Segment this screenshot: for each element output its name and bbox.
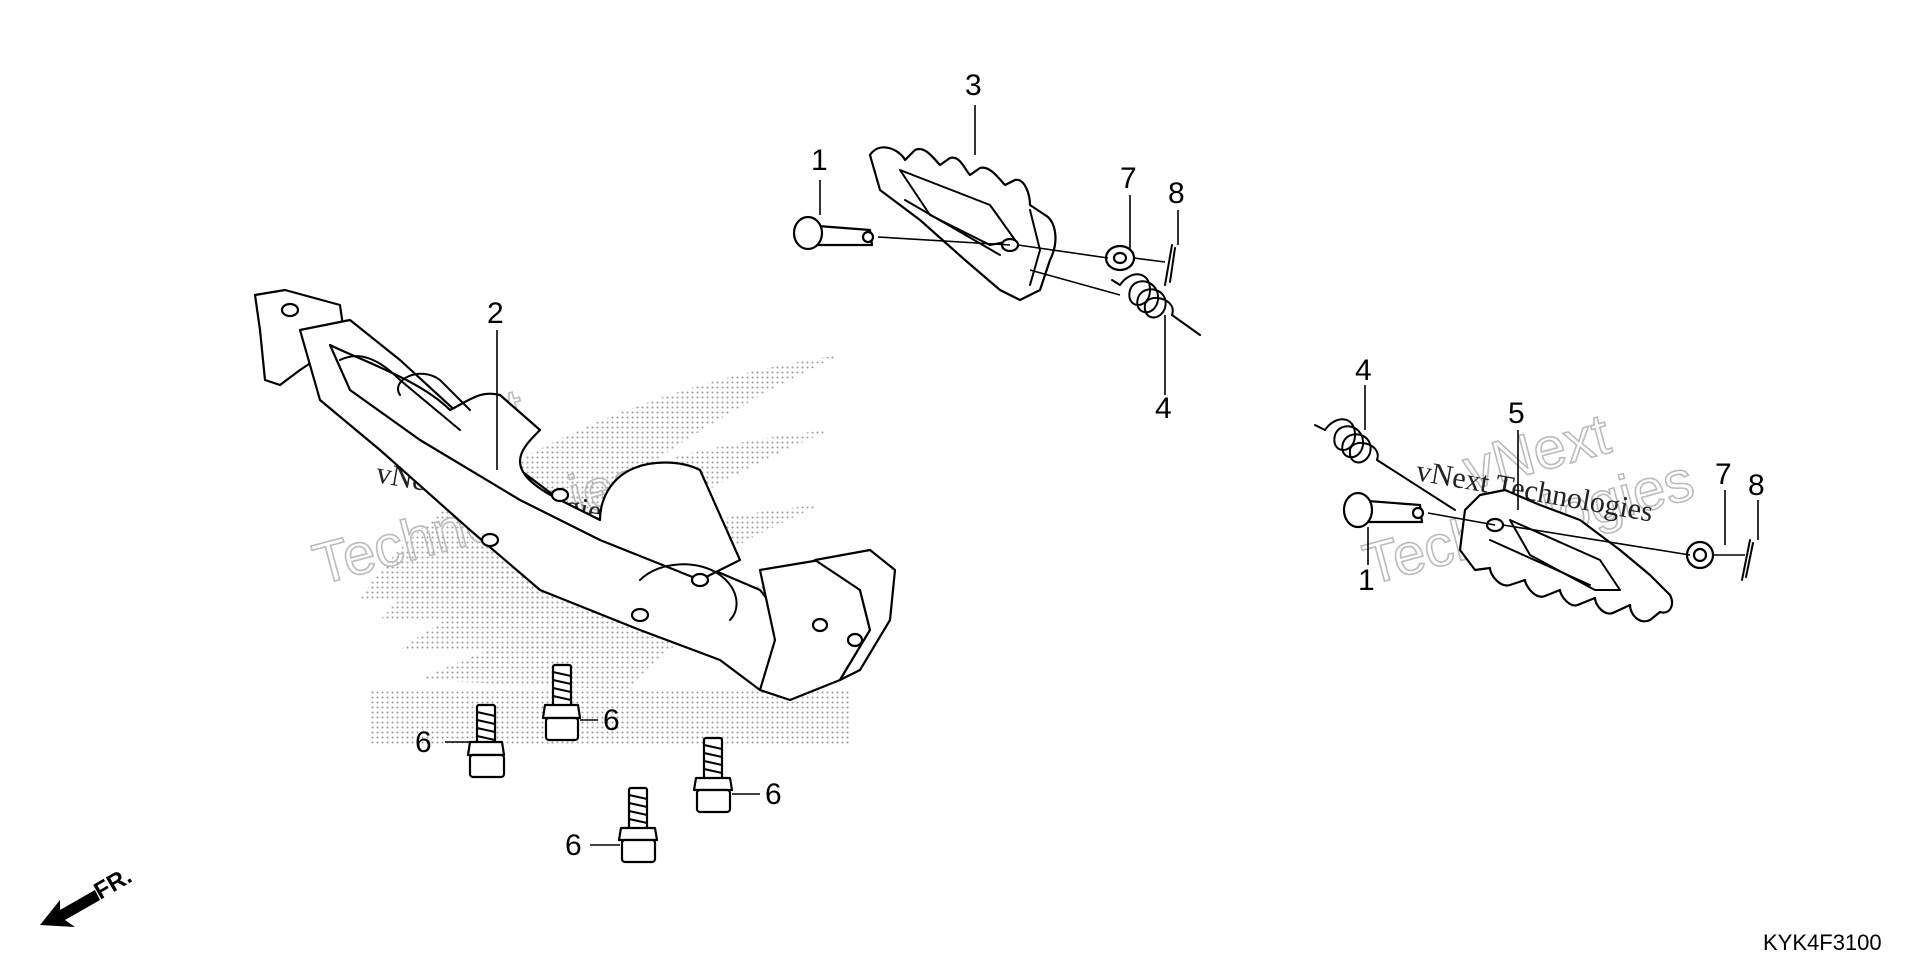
spring-lower-part-4[interactable] bbox=[1314, 418, 1456, 511]
front-direction-arrow: FR. bbox=[40, 862, 136, 927]
callout-8-top: 8 bbox=[1168, 177, 1185, 210]
bolt-part-6-c[interactable] bbox=[692, 736, 734, 814]
callout-8-right: 8 bbox=[1748, 469, 1765, 502]
callout-3: 3 bbox=[965, 69, 982, 102]
step-upper-part-3[interactable] bbox=[868, 146, 1057, 302]
callout-4-right: 4 bbox=[1355, 354, 1372, 387]
callout-1-top: 1 bbox=[811, 144, 828, 177]
pin-upper-part-1[interactable] bbox=[792, 215, 875, 251]
callout-7-top: 7 bbox=[1120, 162, 1137, 195]
callout-6-a: 6 bbox=[415, 726, 432, 759]
callout-labels: 1 3 7 8 4 2 4 5 7 8 1 6 6 6 6 bbox=[415, 69, 1765, 862]
callout-6-b: 6 bbox=[603, 704, 620, 737]
step-lower-part-5[interactable] bbox=[1458, 488, 1674, 623]
callout-4-top: 4 bbox=[1155, 392, 1172, 425]
callout-6-d: 6 bbox=[565, 829, 582, 862]
callout-2: 2 bbox=[487, 297, 504, 330]
spring-upper-part-4[interactable] bbox=[1111, 273, 1201, 336]
callout-1-right: 1 bbox=[1358, 564, 1375, 597]
washer-lower-part-7[interactable] bbox=[1685, 540, 1715, 570]
leader-lines bbox=[445, 105, 1759, 846]
washer-upper-part-7[interactable] bbox=[1104, 244, 1136, 272]
bolt-part-6-d[interactable] bbox=[617, 786, 659, 864]
callout-7-right: 7 bbox=[1715, 458, 1732, 491]
diagram-code: KYK4F3100 bbox=[1763, 930, 1882, 955]
callout-5: 5 bbox=[1508, 397, 1525, 430]
bolt-part-6-b[interactable] bbox=[541, 663, 582, 742]
pin-lower-part-1[interactable] bbox=[1342, 491, 1425, 529]
cotter-pin-upper-part-8[interactable] bbox=[1164, 244, 1176, 286]
callout-6-c: 6 bbox=[765, 778, 782, 811]
cotter-pin-lower-part-8[interactable] bbox=[1741, 539, 1754, 581]
bolt-part-6-a[interactable] bbox=[466, 703, 506, 779]
step-bar-main[interactable] bbox=[253, 288, 897, 702]
